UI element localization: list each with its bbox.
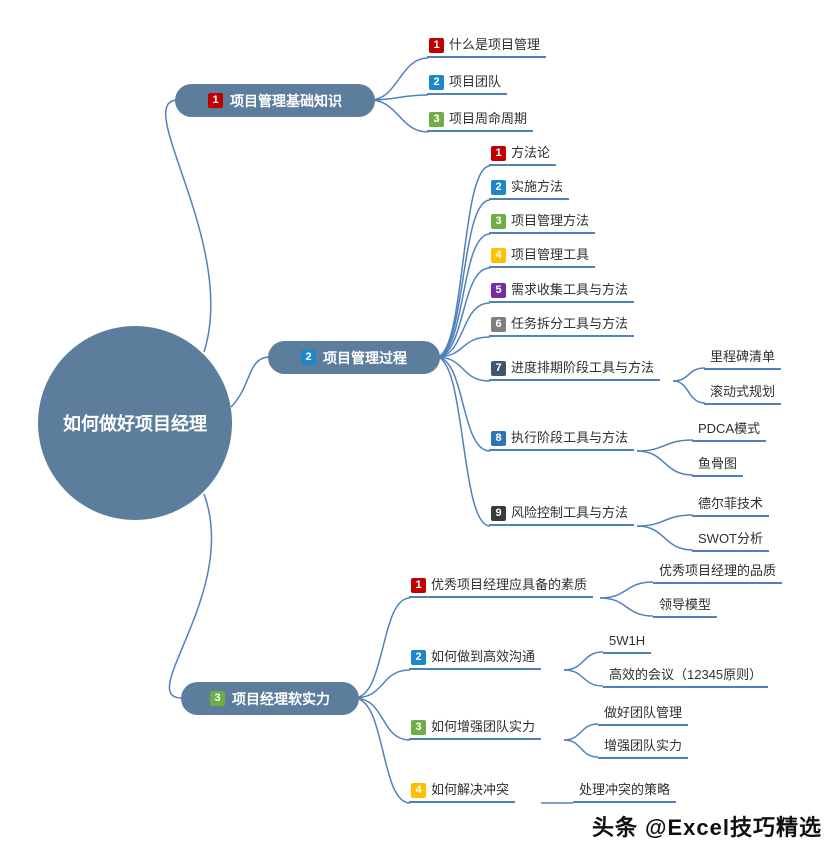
topic-3-2-1-label: 5W1H <box>609 633 646 648</box>
topic-2-9-1-label: 德尔菲技术 <box>698 496 764 511</box>
connector-paths <box>165 57 706 804</box>
topic-2-7-1[interactable]: 里程碑清单 <box>704 349 782 370</box>
topic-3-4-label: 如何解决冲突 <box>431 782 510 797</box>
topic-2-4-label: 项目管理工具 <box>511 247 590 262</box>
topic-3-1[interactable]: 1 优秀项目经理应具备的素质 <box>409 577 594 598</box>
topic-3-4[interactable]: 4 如何解决冲突 <box>409 782 516 803</box>
topic-3-3-2[interactable]: 增强团队实力 <box>598 738 689 759</box>
topic-3-2-2[interactable]: 高效的会议（12345原则） <box>603 667 769 688</box>
topic-1-2-label: 项目团队 <box>449 74 502 89</box>
topic-2-5-label: 需求收集工具与方法 <box>511 282 629 297</box>
topic-3-4-badge: 4 <box>411 782 426 798</box>
topic-3-3-badge: 3 <box>411 719 426 735</box>
branch-process-label: 项目管理过程 <box>323 349 407 366</box>
branch-softskills[interactable]: 3 项目经理软实力 <box>181 682 359 715</box>
topic-2-8-1-label: PDCA模式 <box>698 421 761 436</box>
topic-3-1-badge: 1 <box>411 577 426 593</box>
topic-3-1-label: 优秀项目经理应具备的素质 <box>431 577 588 592</box>
topic-2-7[interactable]: 7 进度排期阶段工具与方法 <box>489 360 661 381</box>
topic-1-2[interactable]: 2 项目团队 <box>427 74 508 95</box>
topic-2-6-badge: 6 <box>491 316 506 332</box>
branch-basics[interactable]: 1 项目管理基础知识 <box>175 84 375 117</box>
topic-2-1[interactable]: 1 方法论 <box>489 145 557 166</box>
topic-3-2-2-label: 高效的会议（12345原则） <box>609 667 763 682</box>
topic-2-9-1[interactable]: 德尔菲技术 <box>692 496 770 517</box>
topic-3-3[interactable]: 3 如何增强团队实力 <box>409 719 542 740</box>
topic-3-1-2[interactable]: 领导模型 <box>653 597 718 618</box>
topic-2-9[interactable]: 9 风险控制工具与方法 <box>489 505 635 526</box>
topic-2-8-label: 执行阶段工具与方法 <box>511 430 629 445</box>
topic-1-1-badge: 1 <box>429 37 444 53</box>
topic-2-1-label: 方法论 <box>511 145 551 160</box>
topic-2-7-1-label: 里程碑清单 <box>710 349 776 364</box>
branch-softskills-label: 项目经理软实力 <box>232 690 330 707</box>
branch-process-badge: 2 <box>301 350 316 365</box>
topic-2-3[interactable]: 3 项目管理方法 <box>489 213 596 234</box>
topic-3-2-label: 如何做到高效沟通 <box>431 649 536 664</box>
topic-2-8[interactable]: 8 执行阶段工具与方法 <box>489 430 635 451</box>
topic-3-3-label: 如何增强团队实力 <box>431 719 536 734</box>
topic-2-8-badge: 8 <box>491 430 506 446</box>
topic-2-2-badge: 2 <box>491 179 506 195</box>
topic-3-1-1[interactable]: 优秀项目经理的品质 <box>653 563 783 584</box>
topic-2-5[interactable]: 5 需求收集工具与方法 <box>489 282 635 303</box>
topic-1-1-label: 什么是项目管理 <box>449 37 541 52</box>
branch-basics-badge: 1 <box>208 93 223 108</box>
topic-2-1-badge: 1 <box>491 145 506 161</box>
topic-2-9-label: 风险控制工具与方法 <box>511 505 629 520</box>
topic-1-3[interactable]: 3 项目周命周期 <box>427 111 534 132</box>
topic-3-3-1[interactable]: 做好团队管理 <box>598 705 689 726</box>
branch-basics-label: 项目管理基础知识 <box>230 92 342 109</box>
topic-2-9-badge: 9 <box>491 505 506 521</box>
topic-2-6[interactable]: 6 任务拆分工具与方法 <box>489 316 635 337</box>
watermark-text: 头条 @Excel技巧精选 <box>591 815 822 840</box>
topic-2-2-label: 实施方法 <box>511 179 564 194</box>
topic-2-8-2-label: 鱼骨图 <box>698 456 738 471</box>
topic-2-6-label: 任务拆分工具与方法 <box>511 316 629 331</box>
topic-3-3-2-label: 增强团队实力 <box>604 738 683 753</box>
topic-2-8-2[interactable]: 鱼骨图 <box>692 456 744 477</box>
topic-2-3-badge: 3 <box>491 213 506 229</box>
topic-3-4-1[interactable]: 处理冲突的策略 <box>573 782 677 803</box>
topic-3-1-2-label: 领导模型 <box>659 597 712 612</box>
topic-3-1-1-label: 优秀项目经理的品质 <box>659 563 777 578</box>
topic-2-9-2[interactable]: SWOT分析 <box>692 531 769 552</box>
topic-2-3-label: 项目管理方法 <box>511 213 590 228</box>
topic-1-1[interactable]: 1 什么是项目管理 <box>427 37 547 58</box>
topic-2-9-2-label: SWOT分析 <box>698 531 763 546</box>
topic-1-3-badge: 3 <box>429 111 444 127</box>
topic-1-2-badge: 2 <box>429 74 444 90</box>
topic-3-3-1-label: 做好团队管理 <box>604 705 683 720</box>
topic-2-7-badge: 7 <box>491 360 506 376</box>
topic-2-4-badge: 4 <box>491 247 506 263</box>
central-topic[interactable]: 如何做好项目经理 <box>38 326 232 520</box>
topic-3-4-1-label: 处理冲突的策略 <box>579 782 671 797</box>
topic-2-8-1[interactable]: PDCA模式 <box>692 421 767 442</box>
topic-2-2[interactable]: 2 实施方法 <box>489 179 570 200</box>
topic-2-7-2[interactable]: 滚动式规划 <box>704 384 782 405</box>
topic-2-4[interactable]: 4 项目管理工具 <box>489 247 596 268</box>
branch-process[interactable]: 2 项目管理过程 <box>268 341 440 374</box>
topic-3-2[interactable]: 2 如何做到高效沟通 <box>409 649 542 670</box>
topic-2-5-badge: 5 <box>491 282 506 298</box>
topic-1-3-label: 项目周命周期 <box>449 111 528 126</box>
topic-2-7-label: 进度排期阶段工具与方法 <box>511 360 655 375</box>
topic-2-7-2-label: 滚动式规划 <box>710 384 776 399</box>
topic-3-2-1[interactable]: 5W1H <box>603 633 652 654</box>
branch-softskills-badge: 3 <box>210 691 225 706</box>
topic-3-2-badge: 2 <box>411 649 426 665</box>
